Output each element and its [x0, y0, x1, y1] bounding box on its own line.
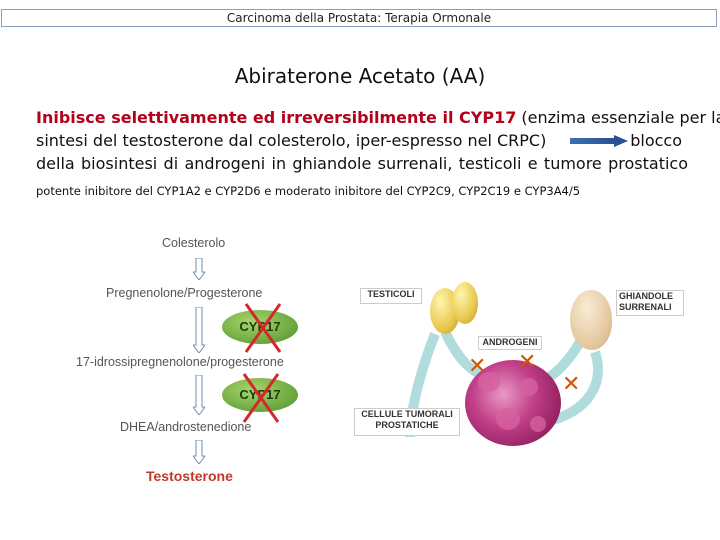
- right-arrow-icon: [570, 135, 628, 147]
- highlight-text: Inibisce selettivamente ed irreversibilm…: [36, 108, 516, 127]
- blocco-text: blocco: [630, 129, 682, 152]
- label-ghiandole-surrenali: GHIANDOLE SURRENALI: [616, 290, 684, 316]
- step-dhea: DHEA/androstenedione: [120, 420, 251, 434]
- label-ghiandole-line2: SURRENALI: [619, 302, 683, 313]
- down-arrow-icon: [193, 307, 205, 353]
- adrenal-gland-image: [570, 290, 612, 350]
- block-x-icon: ✕: [562, 374, 580, 396]
- testis-image: [452, 282, 478, 324]
- down-arrow-icon: [193, 258, 205, 280]
- tumor-cell: [520, 378, 538, 396]
- label-cellule-tumorali: CELLULE TUMORALI PROSTATICHE: [354, 408, 460, 436]
- inhibition-cross-icon: [240, 302, 286, 354]
- block-x-icon: ✕: [468, 356, 486, 378]
- label-testicoli-text: TESTICOLI: [368, 289, 415, 299]
- tumor-cell: [530, 416, 546, 432]
- inhibition-cross-icon: [238, 372, 284, 424]
- step-colesterolo: Colesterolo: [162, 236, 225, 250]
- paragraph-line-1: Inibisce selettivamente ed irreversibilm…: [36, 106, 688, 129]
- line1-rest: (enzima essenziale per la: [516, 108, 720, 127]
- block-x-icon: ✕: [518, 352, 536, 374]
- label-cellule-line2: PROSTATICHE: [355, 420, 459, 431]
- down-arrow-icon: [193, 375, 205, 415]
- label-testicoli: TESTICOLI: [360, 288, 422, 304]
- label-androgeni-text: ANDROGENI: [482, 337, 537, 347]
- label-androgeni: ANDROGENI: [478, 336, 542, 350]
- paragraph-line-3: della biosintesi di androgeni in ghiando…: [36, 152, 688, 175]
- tumor-cell: [496, 408, 520, 430]
- down-arrow-icon: [193, 440, 205, 464]
- label-cellule-line1: CELLULE TUMORALI: [355, 409, 459, 420]
- header-text: Carcinoma della Prostata: Terapia Ormona…: [227, 11, 491, 25]
- slide-title: Abiraterone Acetato (AA): [0, 64, 720, 88]
- step-testosterone: Testosterone: [146, 468, 233, 484]
- label-ghiandole-line1: GHIANDOLE: [619, 291, 683, 302]
- line2-text: sintesi del testosterone dal colesterolo…: [36, 131, 546, 150]
- slide-header: Carcinoma della Prostata: Terapia Ormona…: [1, 9, 717, 27]
- step-17-idrossi: 17-idrossipregnenolone/progesterone: [76, 355, 284, 369]
- inhibitor-note: potente inibitore del CYP1A2 e CYP2D6 e …: [36, 184, 580, 198]
- step-pregnenolone: Pregnenolone/Progesterone: [106, 286, 262, 300]
